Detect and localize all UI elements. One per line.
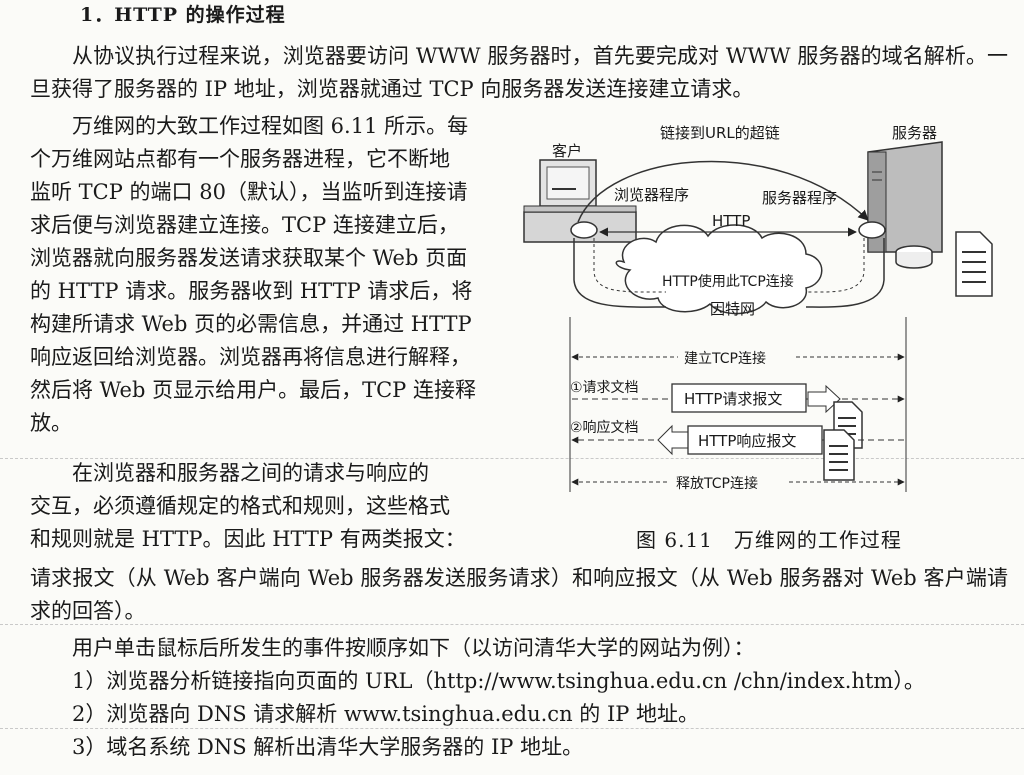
section-heading: 1．HTTP 的操作过程 bbox=[80, 4, 286, 26]
text-line: 浏览器就向服务器发送请求获取某个 Web 页面 bbox=[30, 246, 468, 270]
text-line: 个万维网站点都有一个服务器进程，它不断地 bbox=[30, 147, 450, 171]
hyperlink-label: 链接到URL的超链 bbox=[660, 124, 780, 142]
establish-tcp-label: 建立TCP连接 bbox=[684, 350, 766, 367]
step-item: 2）浏览器向 DNS 请求解析 www.tsinghua.edu.cn 的 IP… bbox=[72, 702, 700, 726]
steps-intro: 用户单击鼠标后所发生的事件按顺序如下（以访问清华大学的网站为例）： bbox=[72, 636, 755, 660]
response-doc-label: ②响应文档 bbox=[570, 419, 639, 436]
text-line: 和规则就是 HTTP。因此 HTTP 有两类报文： bbox=[30, 527, 466, 551]
http-uses-tcp-label: HTTP使用此TCP连接 bbox=[662, 273, 794, 290]
text-line: 响应返回给浏览器。浏览器再将信息进行解释， bbox=[30, 345, 471, 369]
text-line: 交互，必须遵循规定的格式和规则，这些格式 bbox=[30, 494, 450, 518]
server-label: 服务器 bbox=[892, 124, 937, 142]
request-doc-label: ①请求文档 bbox=[570, 380, 639, 396]
release-tcp-label: 释放TCP连接 bbox=[676, 475, 758, 492]
tcp-line bbox=[573, 238, 667, 308]
text-line: 监听 TCP 的端口 80（默认），当监听到连接请 bbox=[30, 180, 468, 204]
request-arrow-head-icon bbox=[807, 384, 841, 414]
step-item: 1）浏览器分析链接指向页面的 URL（http://www.tsinghua.e… bbox=[72, 669, 925, 693]
internet-label: 因特网 bbox=[710, 300, 755, 318]
left-paragraph-1: 万维网的大致工作过程如图 6.11 所示。每 个万维网站点都有一个服务器进程，它… bbox=[30, 110, 496, 440]
scan-divider bbox=[0, 728, 1024, 729]
intro-paragraph: 从协议执行过程来说，浏览器要访问 WWW 服务器时，首先要完成对 WWW 服务器… bbox=[30, 44, 1008, 101]
text-line: 然后将 Web 页显示给用户。最后，TCP 连接释 bbox=[30, 378, 476, 402]
text-line: 放。 bbox=[30, 411, 72, 435]
response-document-icon bbox=[823, 429, 855, 481]
text-line: 构建所请求 Web 页的必需信息，并通过 HTTP bbox=[30, 312, 472, 336]
figure-caption: 图 6.11 万维网的工作过程 bbox=[636, 528, 902, 552]
internet-cloud-icon bbox=[615, 224, 823, 315]
http-label: HTTP bbox=[712, 212, 750, 230]
www-process-figure: 客户 链接到URL的超链 服务器 浏览器程序 服务器程序 HTTP HTTP使用… bbox=[523, 124, 993, 493]
http-request-label: HTTP请求报文 bbox=[684, 390, 782, 408]
tcp-line bbox=[593, 238, 667, 293]
label-backdrop bbox=[670, 471, 788, 493]
tcp-line bbox=[805, 238, 885, 308]
message-types-paragraph: 请求报文（从 Web 客户端向 Web 服务器发送服务请求）和响应报文（从 We… bbox=[30, 566, 1008, 623]
server-program-label: 服务器程序 bbox=[762, 189, 837, 207]
text-line: 的 HTTP 请求。服务器收到 HTTP 请求后，将 bbox=[30, 279, 473, 303]
step-item: 3）域名系统 DNS 解析出清华大学服务器的 IP 地址。 bbox=[72, 735, 584, 759]
scan-divider bbox=[0, 624, 1024, 625]
response-arrow-head-icon bbox=[657, 424, 691, 456]
text-line: 求后便与浏览器建立连接。TCP 连接建立后， bbox=[30, 213, 459, 237]
scan-divider bbox=[0, 458, 1024, 459]
label-backdrop bbox=[678, 346, 796, 368]
web-document-icon bbox=[955, 231, 993, 297]
http-response-label: HTTP响应报文 bbox=[698, 432, 796, 450]
tcp-line bbox=[805, 238, 865, 293]
client-label: 客户 bbox=[552, 142, 582, 160]
server-tower-icon bbox=[858, 141, 943, 269]
hyperlink-arc bbox=[577, 160, 869, 223]
left-paragraph-2: 在浏览器和服务器之间的请求与响应的 交互，必须遵循规定的格式和规则，这些格式 和… bbox=[30, 457, 496, 556]
browser-program-label: 浏览器程序 bbox=[614, 186, 689, 204]
http-request-box bbox=[671, 383, 807, 413]
http-response-box bbox=[687, 425, 823, 455]
text-line: 在浏览器和服务器之间的请求与响应的 bbox=[72, 461, 429, 485]
text-line: 万维网的大致工作过程如图 6.11 所示。每 bbox=[72, 114, 469, 138]
steps-section: 用户单击鼠标后所发生的事件按顺序如下（以访问清华大学的网站为例）： 1）浏览器分… bbox=[30, 632, 1008, 764]
